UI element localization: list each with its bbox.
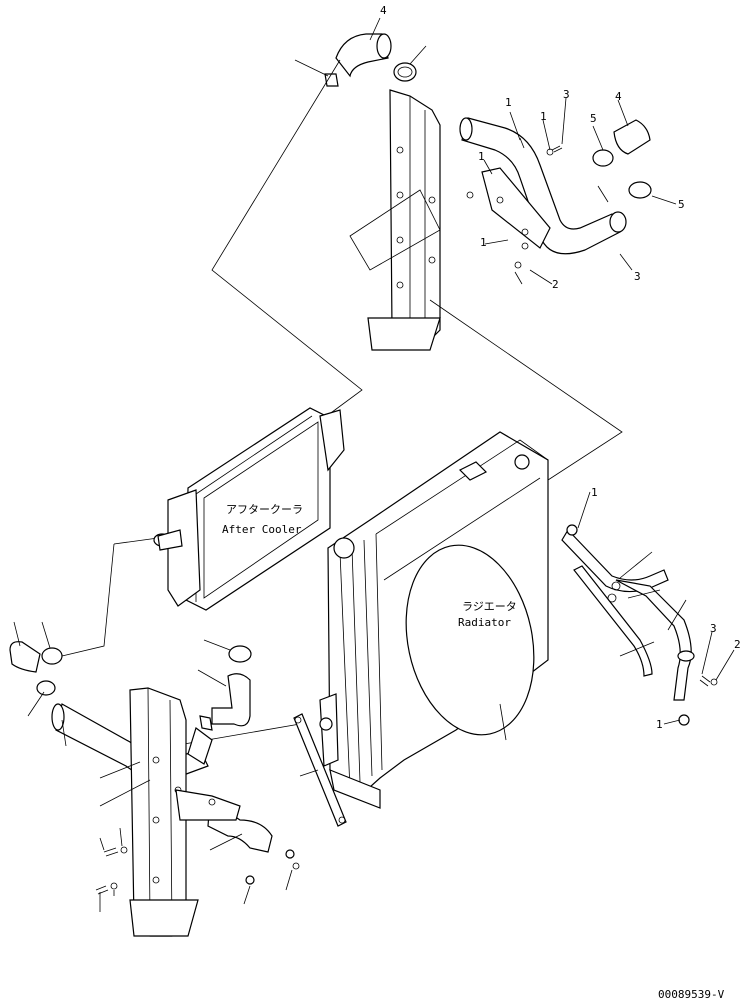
radiator-label-en: Radiator	[458, 616, 511, 629]
after-cooler-label-jp: アフタークーラ	[226, 503, 303, 516]
callout-14: 2	[734, 638, 741, 651]
lower-left-hose	[9, 641, 63, 696]
radiator-right-leaders	[577, 491, 735, 725]
lower-pipe-bracket	[175, 727, 241, 821]
callout-11: 2	[552, 278, 559, 291]
callout-4: 1	[478, 150, 485, 163]
upper-bolts	[466, 137, 563, 269]
callout-5: 3	[563, 88, 570, 101]
upper-support-bracket	[367, 89, 441, 351]
lower-hose-elbow	[199, 645, 252, 731]
callouts: 1 4 1 1 3 4 5 5 1 3 2 1 3 2 1	[380, 4, 741, 731]
upper-pipe-bracket	[481, 167, 551, 249]
callout-9: 1	[480, 236, 487, 249]
callout-6: 4	[380, 4, 387, 17]
radiator-right-hose	[561, 524, 718, 726]
after-cooler-label-en: After Cooler	[222, 523, 302, 536]
after-cooler: アフタークーラ After Cooler	[153, 407, 345, 611]
stay-rod	[293, 713, 347, 827]
upper-right-hose	[592, 119, 652, 199]
callout-15: 1	[656, 718, 663, 731]
document-number: 00089539-V	[658, 988, 725, 1001]
lower-support-bracket	[129, 687, 199, 937]
assembly-lines	[61, 59, 623, 745]
upper-pipe	[459, 117, 627, 255]
callout-1: 1	[505, 96, 512, 109]
callout-10: 3	[634, 270, 641, 283]
radiator: ラジエータ Radiator	[319, 431, 549, 809]
radiator-label-jp: ラジエータ	[462, 600, 517, 613]
lower-bolts	[95, 846, 300, 895]
callout-8: 5	[678, 198, 685, 211]
callout-13: 3	[710, 622, 717, 635]
callout-7: 5	[590, 112, 597, 125]
callout-3: 1	[540, 110, 547, 123]
upper-leaders	[294, 17, 677, 285]
upper-clamp	[393, 62, 417, 82]
callout-12: 1	[591, 486, 598, 499]
upper-hose-elbow	[335, 33, 392, 78]
lower-leaders	[13, 621, 319, 912]
callout-2: 4	[615, 90, 622, 103]
